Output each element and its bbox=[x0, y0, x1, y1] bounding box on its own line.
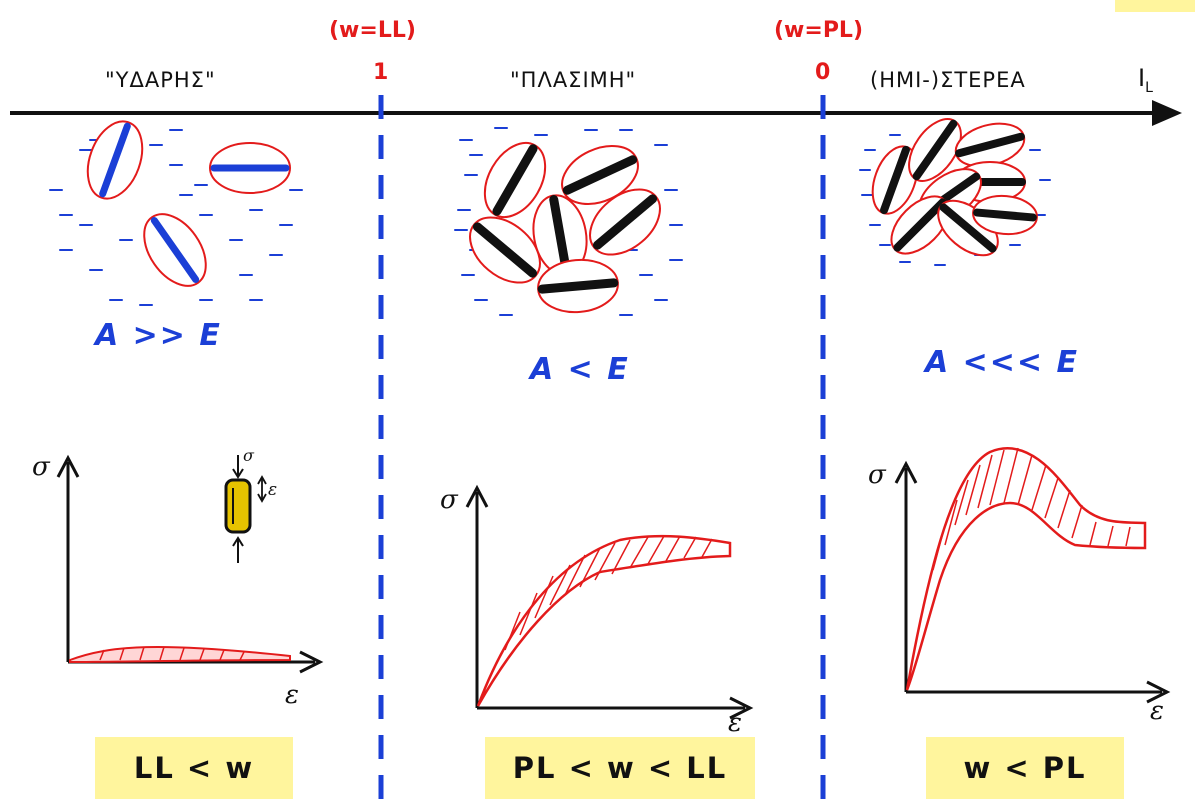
axis-subscript: L bbox=[1145, 79, 1153, 96]
water-region-liquid bbox=[49, 129, 303, 306]
range-box-solid: w < PL bbox=[926, 737, 1124, 799]
state-label-plastic: "ΠΛΑΣΙΜΗ" bbox=[510, 68, 637, 92]
particles-liquid bbox=[86, 120, 291, 287]
ratio-solid: A <<< E bbox=[925, 345, 1080, 380]
plastic-limit-index: 0 bbox=[815, 60, 831, 85]
graph-solid-y-label: σ bbox=[868, 460, 886, 490]
specimen-strain-label: ε bbox=[268, 480, 278, 500]
stress-strain-graph-plastic bbox=[465, 484, 754, 720]
liquidity-index-label: IL bbox=[1138, 64, 1153, 96]
specimen-stress-label: σ bbox=[243, 446, 254, 465]
graph-liquid-y-label: σ bbox=[32, 452, 50, 482]
range-box-plastic: PL < w < LL bbox=[485, 737, 755, 799]
ratio-liquid: A >> E bbox=[95, 318, 222, 353]
plastic-limit-condition: (w=PL) bbox=[774, 18, 864, 43]
corner-highlight bbox=[1115, 0, 1195, 12]
state-label-solid: (ΗΜΙ-)ΣΤΕΡΕΑ bbox=[870, 68, 1026, 92]
water-region-plastic bbox=[454, 127, 683, 316]
particles-solid bbox=[871, 118, 1038, 257]
graph-liquid-x-label: ε bbox=[285, 680, 299, 710]
stress-strain-graph-liquid bbox=[56, 454, 324, 674]
ratio-plastic: A < E bbox=[530, 352, 630, 387]
axis-symbol: I bbox=[1138, 64, 1146, 92]
liquid-limit-condition: (w=LL) bbox=[329, 18, 416, 43]
graph-plastic-x-label: ε bbox=[728, 708, 742, 738]
graph-solid-x-label: ε bbox=[1150, 696, 1164, 726]
stress-strain-graph-solid bbox=[894, 447, 1171, 704]
graph-plastic-y-label: σ bbox=[440, 485, 458, 515]
particles-plastic bbox=[469, 142, 661, 314]
range-box-liquid: LL < w bbox=[95, 737, 293, 799]
soil-specimen bbox=[224, 478, 252, 534]
liquid-limit-index: 1 bbox=[373, 60, 389, 85]
state-label-liquid: "ΥΔΑΡΗΣ" bbox=[105, 68, 216, 92]
axis-arrowhead bbox=[1152, 100, 1182, 126]
